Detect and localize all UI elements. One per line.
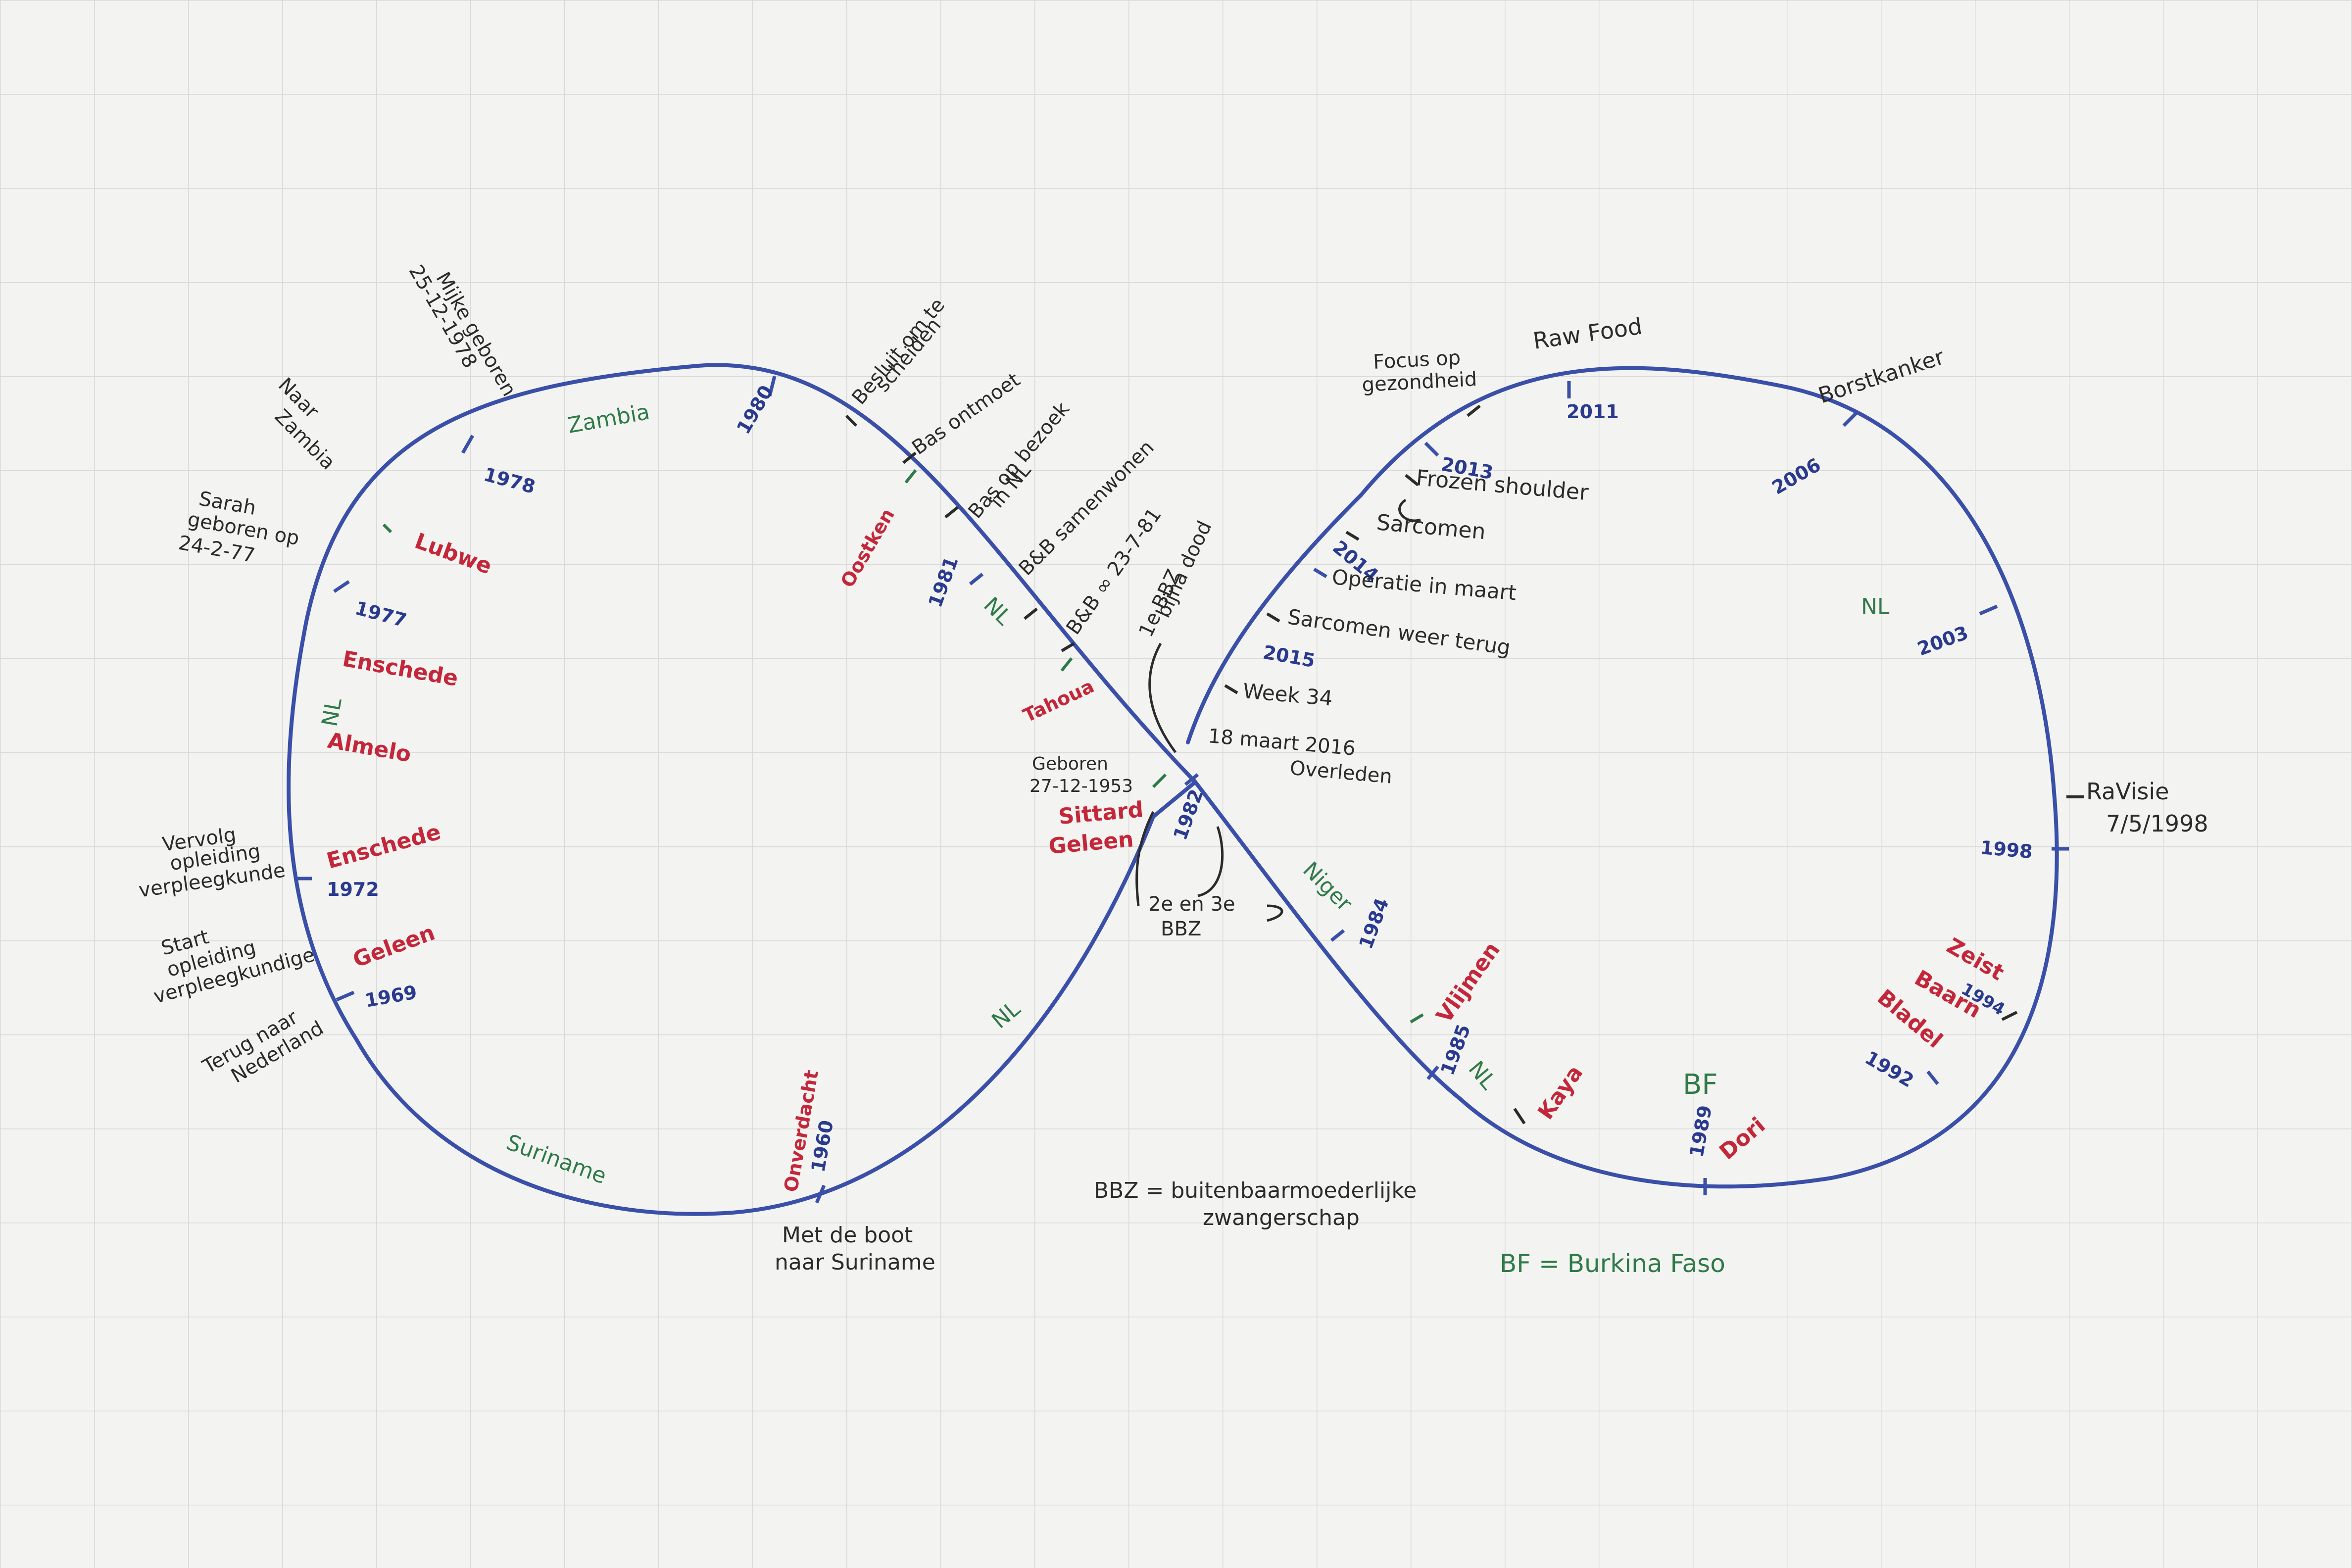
country-ticks	[382, 469, 1424, 1024]
event-boot: Met de boot naar Suriname	[775, 1223, 935, 1275]
event-ravisie: RaVisie 7/5/1998	[2086, 778, 2208, 837]
event-tweede-bbz: 2e en 3e BBZ	[1148, 893, 1241, 940]
country-nl-right: NL	[1861, 594, 1890, 619]
legend-bbz: BBZ = buitenbaarmoederlijke zwangerschap	[1094, 1178, 1423, 1230]
year-2011: 2011	[1567, 401, 1619, 423]
infinity-curve	[287, 363, 2059, 1216]
year-ticks	[294, 376, 2069, 1204]
legend-bf: BF = Burkina Faso	[1500, 1249, 1725, 1278]
year-1972: 1972	[327, 879, 379, 900]
country-nl-left: NL	[317, 696, 347, 729]
year-1998: 1998	[1979, 836, 2033, 863]
event-focus: Focus op gezondheid	[1360, 345, 1477, 396]
event-ticks	[845, 404, 2084, 1125]
event-geboren: Geboren 27-12-1953	[1029, 754, 1133, 796]
country-bf: BF	[1683, 1069, 1718, 1101]
connector-lines	[1135, 498, 1421, 922]
